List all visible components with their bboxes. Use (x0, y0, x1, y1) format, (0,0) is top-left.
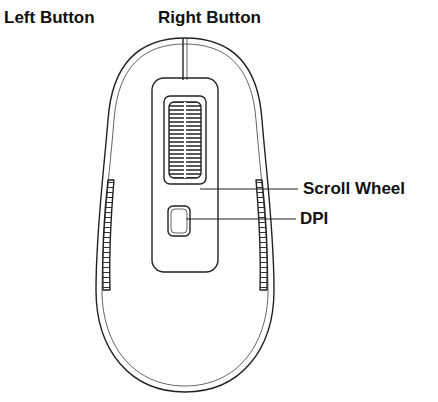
side-grip (103, 180, 114, 290)
side-grip (256, 180, 267, 290)
button-seam (187, 38, 188, 80)
leader-line (200, 188, 298, 189)
dpi-button (168, 206, 190, 236)
part-label: DPI (300, 209, 328, 229)
scroll-wheel-housing (164, 96, 206, 184)
button-seam (182, 38, 183, 80)
part-label: Right Button (158, 8, 261, 28)
mouse-body (96, 38, 274, 392)
part-label: Left Button (4, 8, 95, 28)
scroll-wheel (169, 102, 201, 178)
center-strip (152, 78, 218, 272)
leader-line (186, 218, 296, 219)
mouse-body-edge (102, 44, 268, 386)
part-label: Scroll Wheel (303, 179, 405, 199)
